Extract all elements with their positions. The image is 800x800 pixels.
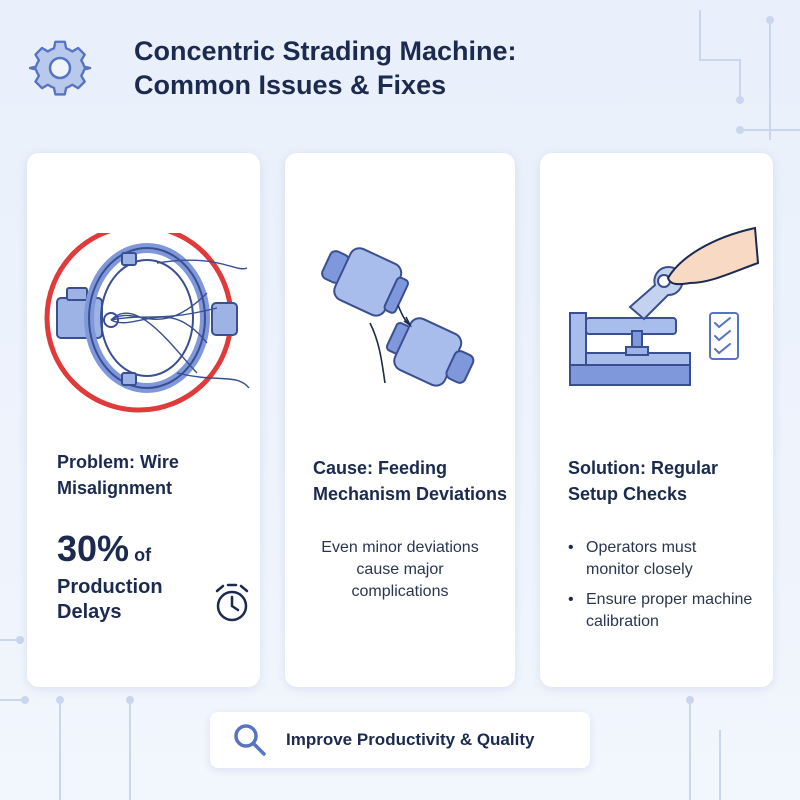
cause-note-line-1: Even minor deviations [321, 539, 479, 556]
problem-heading-line-1: Problem: Wire [57, 452, 179, 472]
page-title: Concentric Strading Machine: Common Issu… [134, 34, 517, 102]
cause-note-line-3: complications [351, 583, 449, 600]
bullet-2-line-2: calibration [586, 613, 659, 630]
stat-value: 30% [57, 528, 130, 569]
cause-heading-line-1: Cause: Feeding [313, 458, 448, 478]
cause-heading-line-2: Mechanism Deviations [313, 484, 508, 504]
page-header: Concentric Strading Machine: Common Issu… [28, 34, 517, 102]
problem-heading-line-2: Misalignment [57, 478, 173, 498]
cause-note-line-2: cause major [356, 561, 444, 578]
cause-note: Even minor deviations cause major compli… [300, 537, 500, 603]
solution-heading: Solution: Regular Setup Checks [568, 455, 768, 507]
list-item: Operators must monitor closely [568, 537, 768, 581]
alarm-clock-icon [215, 583, 249, 622]
title-line-1: Concentric Strading Machine: [134, 36, 517, 66]
bullet-1-line-2: monitor closely [586, 561, 693, 578]
hand-illustration [666, 226, 760, 286]
footer-label: Improve Productivity & Quality [286, 730, 535, 749]
stat-label-line-1: Production [57, 576, 163, 598]
list-item: Ensure proper machine calibration [568, 589, 768, 633]
stat-label: Production Delays [57, 575, 187, 625]
solution-card: Solution: Regular Setup Checks Operators… [540, 153, 773, 687]
bullet-1-line-1: Operators must [586, 539, 697, 556]
wire-misalignment-illustration [44, 233, 250, 413]
delay-stat: 30% of Production Delays [57, 529, 249, 625]
problem-card: Problem: Wire Misalignment 30% of Produc… [27, 153, 260, 687]
search-icon [234, 724, 266, 756]
footer-banner: Improve Productivity & Quality [210, 712, 590, 768]
problem-heading: Problem: Wire Misalignment [57, 449, 237, 501]
cause-card: Cause: Feeding Mechanism Deviations Even… [285, 153, 515, 687]
solution-heading-line-1: Solution: Regular [568, 458, 718, 478]
title-line-2: Common Issues & Fixes [134, 70, 447, 100]
stat-value-line: 30% of [57, 529, 247, 575]
checklist-icon [709, 312, 739, 360]
stat-suffix: of [134, 545, 152, 565]
stat-label-line-2: Delays [57, 601, 122, 623]
solution-bullet-list: Operators must monitor closely Ensure pr… [568, 537, 768, 641]
gear-icon [28, 40, 92, 96]
cause-heading: Cause: Feeding Mechanism Deviations [313, 455, 523, 507]
solution-heading-line-2: Setup Checks [568, 484, 688, 504]
bullet-2-line-1: Ensure proper machine [586, 591, 753, 608]
feeding-rollers-illustration [321, 247, 475, 387]
wrench-setup-illustration [569, 226, 760, 386]
